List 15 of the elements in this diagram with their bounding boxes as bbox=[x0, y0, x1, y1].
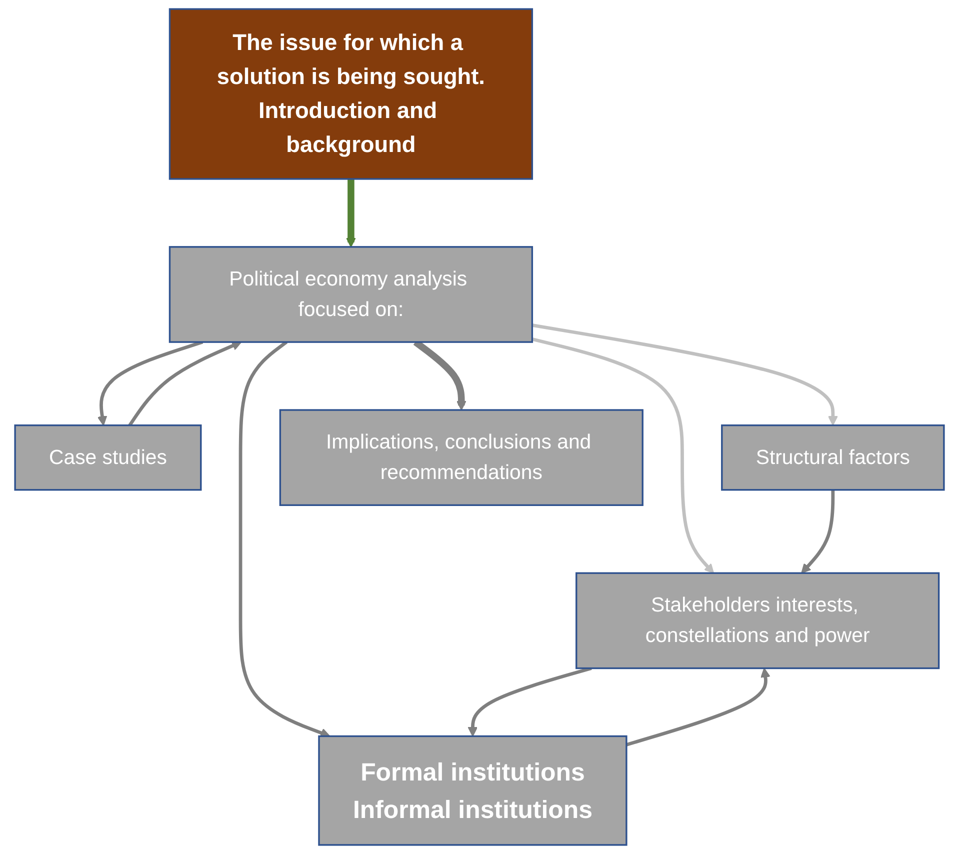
arrow bbox=[626, 668, 770, 746]
node-box: Structural factors bbox=[721, 424, 945, 491]
node-box: Formal institutions Informal institutions bbox=[318, 735, 628, 846]
arrow bbox=[238, 340, 330, 738]
arrow bbox=[128, 341, 242, 426]
node-box: Case studies bbox=[14, 424, 202, 491]
arrow bbox=[532, 337, 714, 574]
node-box: The issue for which a solution is being sought. Introduction and background bbox=[168, 8, 534, 180]
arrow bbox=[801, 490, 835, 574]
arrow bbox=[532, 323, 838, 426]
arrow bbox=[346, 178, 356, 248]
node-box: Implications, conclusions and recommendations bbox=[279, 409, 644, 506]
node-box: Political economy analysis focused on: bbox=[168, 246, 534, 343]
node-box: Stakeholders interests, constellations and power bbox=[576, 572, 940, 670]
arrow bbox=[468, 666, 592, 737]
